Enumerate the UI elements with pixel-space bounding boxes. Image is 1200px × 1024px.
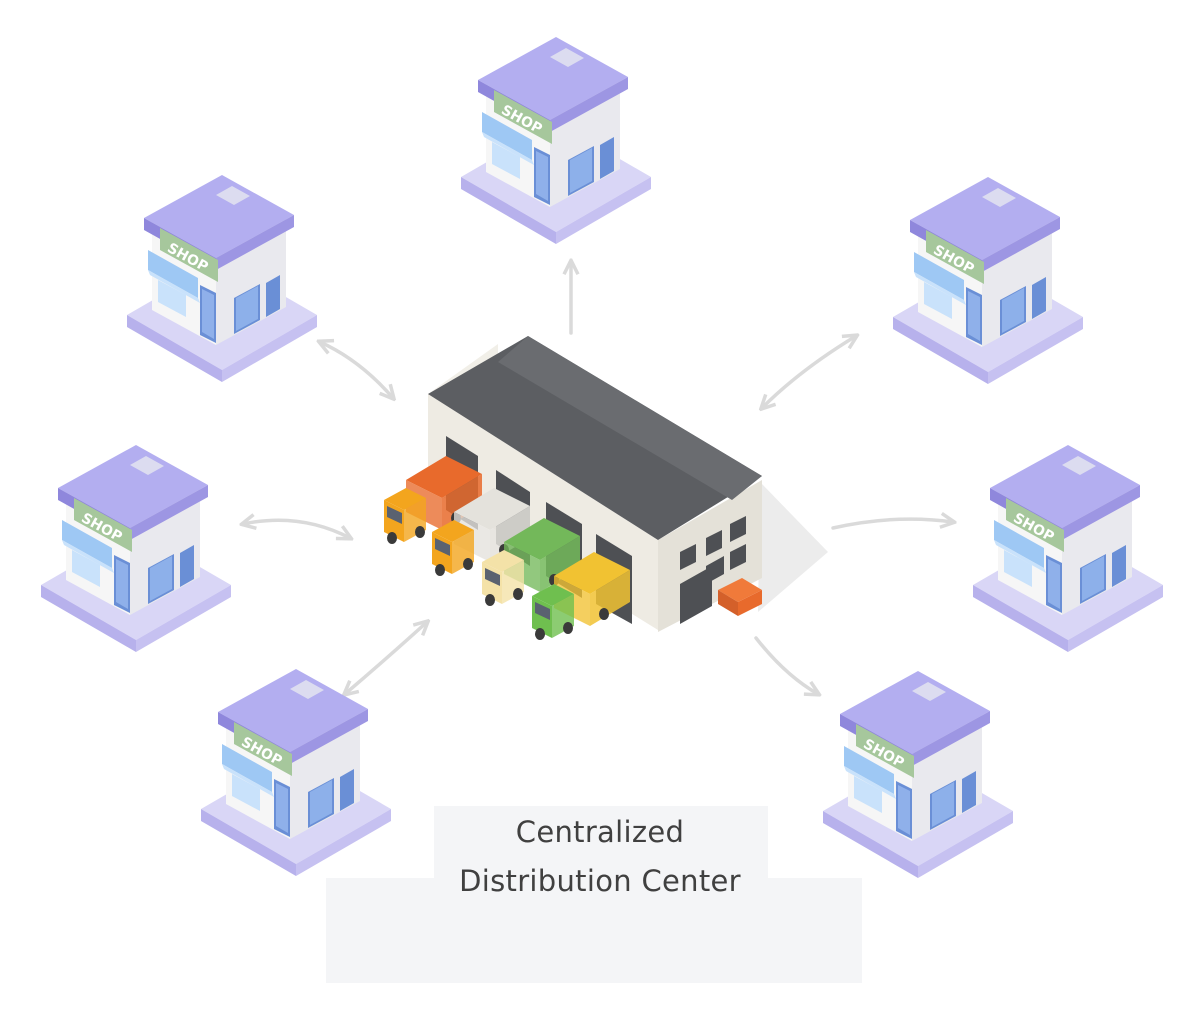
arrow-middle-right xyxy=(831,519,953,530)
delivery-truck xyxy=(532,552,630,640)
caption-background-top xyxy=(434,806,768,902)
shop-top: SHOP xyxy=(461,37,651,244)
delivery-truck xyxy=(384,456,482,544)
shop-lower-left: SHOP xyxy=(201,669,391,876)
shop-upper-right: SHOP xyxy=(893,177,1083,384)
arrow-middle-left xyxy=(243,520,350,538)
shop-middle-left: SHOP xyxy=(41,445,231,652)
delivery-truck xyxy=(482,518,580,606)
arrow-upper-right xyxy=(762,336,856,408)
diagram-caption: Centralized Distribution Center xyxy=(380,808,820,906)
caption-line-2: Distribution Center xyxy=(459,864,741,898)
delivery-truck xyxy=(432,488,530,576)
arrow-lower-left xyxy=(345,622,427,694)
shop-upper-left: SHOP xyxy=(127,175,317,382)
caption-line-1: Centralized xyxy=(515,815,685,849)
arrow-lower-right xyxy=(754,636,818,694)
shop-lower-right: SHOP xyxy=(823,671,1013,878)
shop-middle-right: SHOP xyxy=(973,445,1163,652)
arrow-upper-left xyxy=(320,342,393,398)
trucks-layer xyxy=(384,456,630,640)
connection-arrows xyxy=(243,262,953,694)
cargo-crate xyxy=(718,578,762,602)
